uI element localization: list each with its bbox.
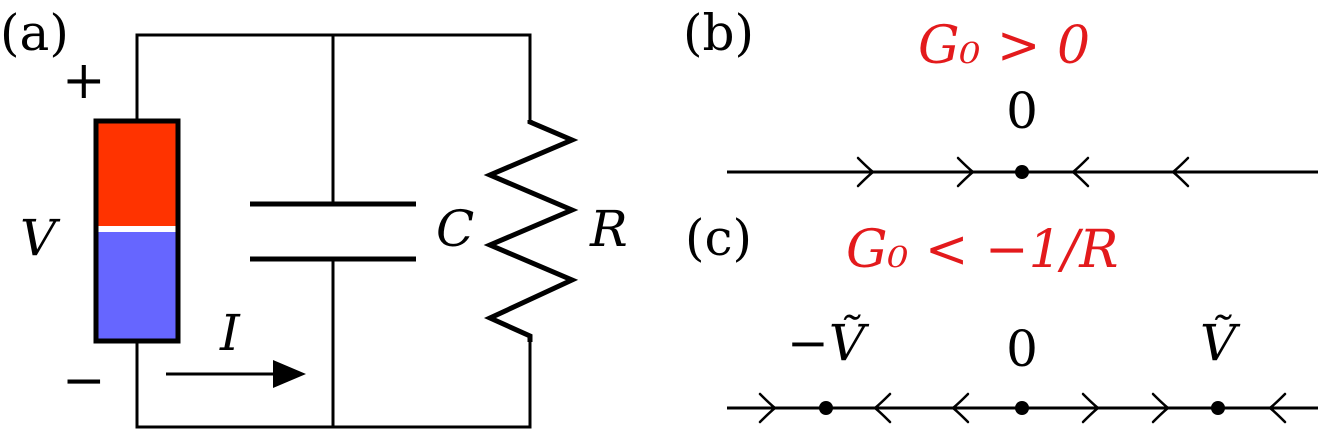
panel-c-fixed-point-label-negative: −Ṽ [787, 313, 870, 372]
battery [93, 118, 181, 344]
panel-b: (b) G₀ > 0 0 [683, 4, 1318, 188]
panel-c: (c) G₀ < −1/R −Ṽ 0 Ṽ [685, 209, 1318, 424]
flow-arrow-left [1070, 156, 1090, 188]
flow-arrow-left [1267, 392, 1287, 424]
battery-outline [93, 118, 181, 344]
flow-arrow-right [758, 392, 778, 424]
flow-arrow-left [950, 392, 970, 424]
current-arrow-head [273, 360, 306, 388]
flow-arrow-right [856, 156, 876, 188]
battery-minus-sign: − [62, 351, 106, 411]
resistor [483, 119, 579, 342]
circuit-wires [135, 33, 532, 429]
panel-c-fixed-point-dot-positive [1211, 401, 1225, 415]
panel-c-condition: G₀ < −1/R [846, 220, 1118, 280]
voltage-label: V [20, 209, 61, 267]
panel-c-flow-arrows [758, 392, 1287, 424]
flow-arrow-right [956, 156, 976, 188]
flow-arrow-right [1151, 392, 1171, 424]
panel-b-label: (b) [683, 4, 754, 62]
panel-b-condition: G₀ > 0 [918, 16, 1090, 76]
flow-arrow-left [1170, 156, 1190, 188]
flow-arrow-right [1081, 392, 1101, 424]
panel-c-label: (c) [685, 209, 752, 267]
battery-top-half [96, 122, 178, 226]
resistor-label: R [589, 200, 628, 258]
panel-a-label: (a) [0, 4, 69, 62]
panel-a: (a) + − V I C R [0, 4, 628, 429]
current-arrow [166, 360, 306, 388]
panel-b-fixed-point-label: 0 [1006, 82, 1038, 140]
panel-c-fixed-point-dot-negative [819, 401, 833, 415]
panel-b-fixed-point-dot [1015, 165, 1029, 179]
panel-c-fixed-point-dot-zero [1015, 401, 1029, 415]
capacitor [250, 201, 416, 262]
battery-bottom-half [96, 232, 178, 340]
capacitor-label: C [436, 200, 474, 258]
panel-c-fixed-point-label-positive: Ṽ [1200, 313, 1241, 372]
flow-arrow-left [872, 392, 892, 424]
panel-b-flow-arrows [856, 156, 1190, 188]
panel-c-fixed-point-label-zero: 0 [1006, 320, 1038, 378]
current-label: I [219, 304, 241, 362]
battery-plus-sign: + [62, 51, 106, 111]
